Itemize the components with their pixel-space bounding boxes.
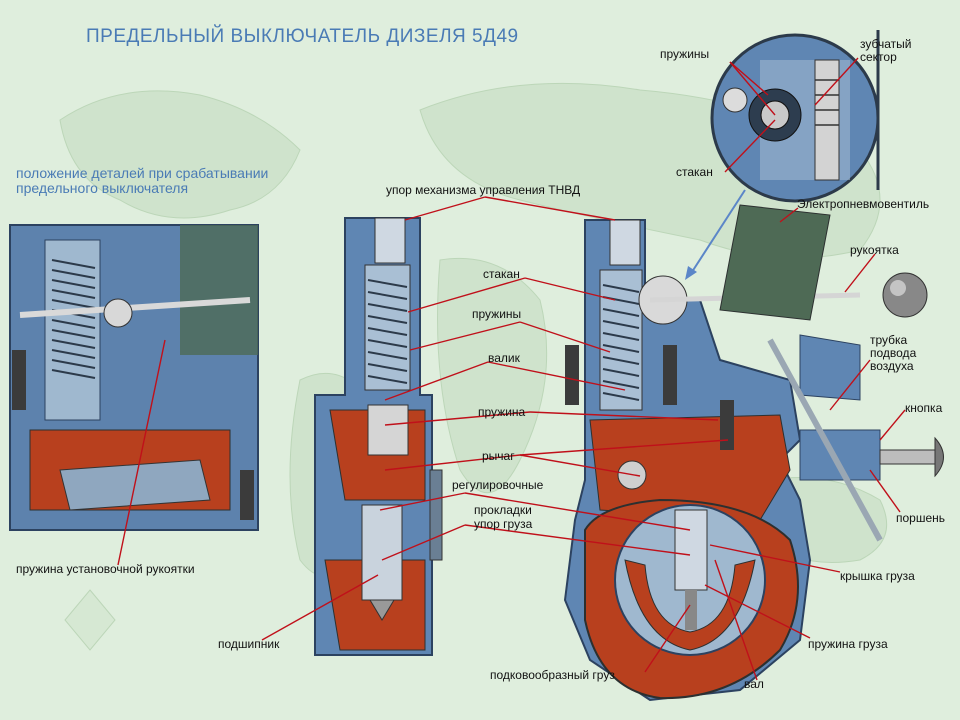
diagram-subtitle: положение деталей при срабатывании преде…	[16, 165, 269, 196]
label-piston: поршень	[896, 511, 946, 525]
label-lever: рычаг	[482, 449, 515, 463]
diagram-title: ПРЕДЕЛЬНЫЙ ВЫКЛЮЧАТЕЛЬ ДИЗЕЛЯ 5Д49	[86, 26, 519, 47]
label-spring: пружина	[478, 405, 526, 419]
label-springs: пружины	[472, 307, 522, 321]
label-gaskets: прокладки	[474, 503, 532, 517]
label-button: кнопка	[905, 401, 943, 415]
label-shaft-small: валик	[488, 351, 520, 365]
label-handle: рукоятка	[850, 243, 899, 257]
label-air-tube: трубка подвода воздуха	[870, 333, 917, 373]
label-cup-top: стакан	[676, 165, 713, 179]
label-setting-handle-spring: пружина установочной рукоятки	[16, 562, 195, 576]
leader-lines	[117, 57, 906, 681]
label-springs-top: пружины	[660, 47, 710, 61]
label-upor-tnvd: упор механизма управления ТНВД	[386, 183, 581, 197]
label-weight-stop: упор груза	[474, 517, 533, 531]
middle-section-view	[314, 217, 443, 656]
label-toothed-sector: зубчатый сектор	[860, 37, 912, 64]
right-section-view	[563, 204, 944, 702]
label-shaft: вал	[744, 677, 764, 691]
inset-arrow	[685, 189, 746, 280]
left-triggered-view	[9, 224, 259, 531]
label-bearing: подшипник	[218, 637, 280, 651]
label-weight-cover: крышка груза	[840, 569, 915, 583]
label-electro-valve: Электропневмовентиль	[797, 197, 930, 211]
label-adjusting: регулировочные	[452, 478, 544, 492]
inset-detail-view	[710, 30, 880, 203]
label-horseshoe-weight: подковообразный груз	[490, 668, 615, 682]
label-cup: стакан	[483, 267, 520, 281]
label-weight-spring: пружина груза	[808, 637, 888, 651]
